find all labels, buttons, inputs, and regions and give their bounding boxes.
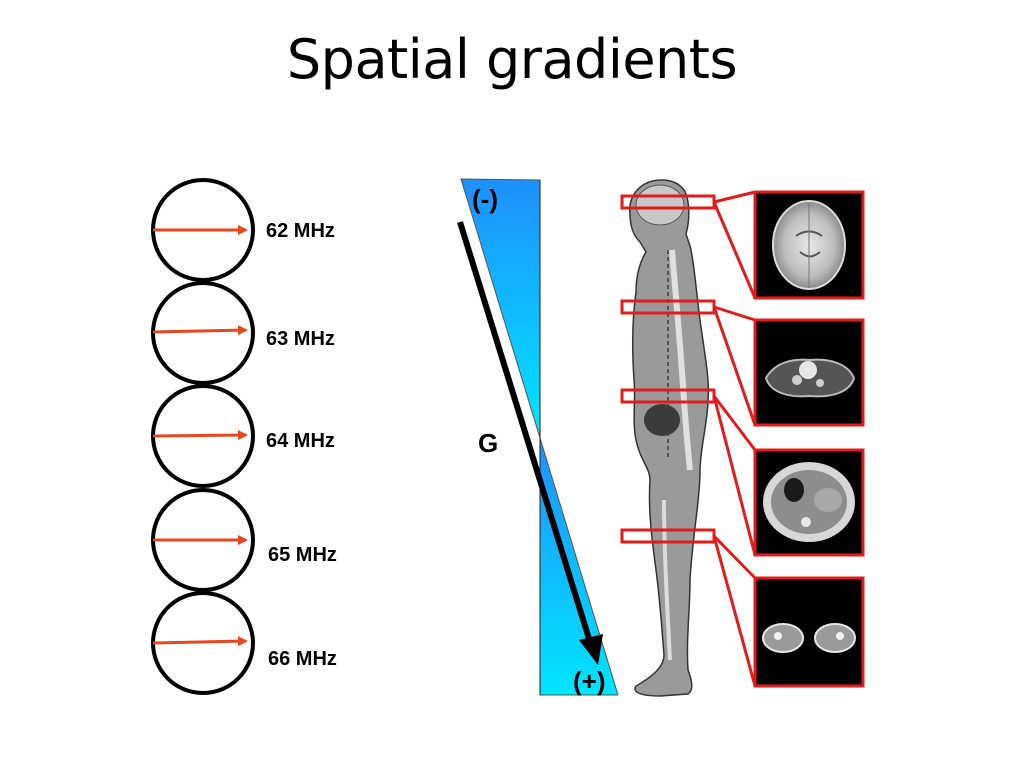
axial-slice-chest	[753, 318, 865, 427]
frequency-label-63: 63 MHz	[266, 328, 335, 350]
spin-circle-65: 65 MHz	[151, 488, 337, 592]
slide-title: Spatial gradients	[286, 28, 738, 91]
frequency-label-64: 64 MHz	[266, 430, 335, 452]
frequency-label-66: 66 MHz	[268, 648, 337, 670]
g-label: G	[478, 428, 498, 458]
frequency-label-62: 62 MHz	[266, 220, 335, 242]
axial-slice-abdomen	[753, 448, 865, 557]
spin-circle-63: 63 MHz	[151, 281, 335, 385]
gradient-arrowhead	[579, 634, 603, 665]
plus-label: (+)	[573, 666, 606, 696]
gradient-arrow	[457, 221, 603, 665]
gradient-wedge	[460, 178, 619, 696]
axial-slice-head	[753, 190, 865, 300]
gradient-upper-triangle	[460, 178, 541, 439]
body-sagittal-image	[629, 179, 710, 697]
spin-circle-62: 62 MHz	[151, 178, 335, 282]
minus-label: (-)	[472, 184, 498, 214]
frequency-label-65: 65 MHz	[268, 544, 337, 566]
spin-circle-66: 66 MHz	[151, 591, 337, 695]
slice-connectors	[712, 190, 757, 687]
spin-circle-64: 64 MHz	[151, 384, 335, 488]
axial-slice-legs	[753, 576, 865, 688]
gradient-lower-triangle	[539, 437, 619, 696]
